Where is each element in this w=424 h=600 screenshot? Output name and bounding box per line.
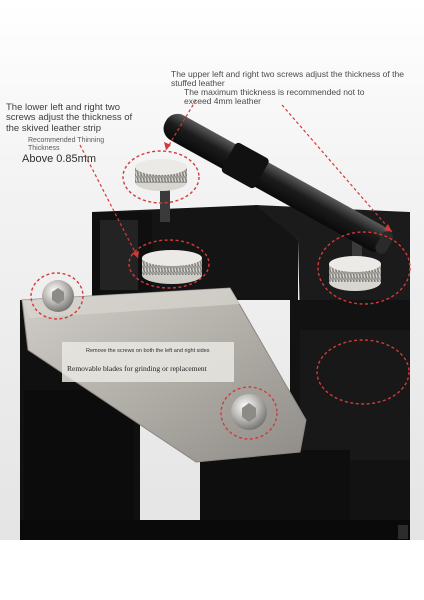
upper-right-knob	[329, 256, 381, 291]
removable-blades-note: Removable blades for grinding or replace…	[67, 364, 207, 373]
remove-screws-note: Remove the screws on both the left and r…	[86, 348, 210, 354]
blade-screw-left	[42, 280, 74, 312]
lower-screws-note: The lower left and right two screws adju…	[6, 102, 133, 134]
upper-screws-note: The upper left and right two screws adju…	[171, 69, 404, 89]
recommended-thickness-value: Above 0.85mm	[22, 153, 96, 165]
recommended-thickness-label: Recommended Thinning Thickness	[28, 137, 105, 152]
upper-left-knob	[135, 159, 187, 191]
max-thickness-note: The maximum thickness is recommended not…	[184, 87, 365, 107]
lower-left-knob	[142, 250, 202, 284]
blade-screw-right	[231, 394, 267, 430]
